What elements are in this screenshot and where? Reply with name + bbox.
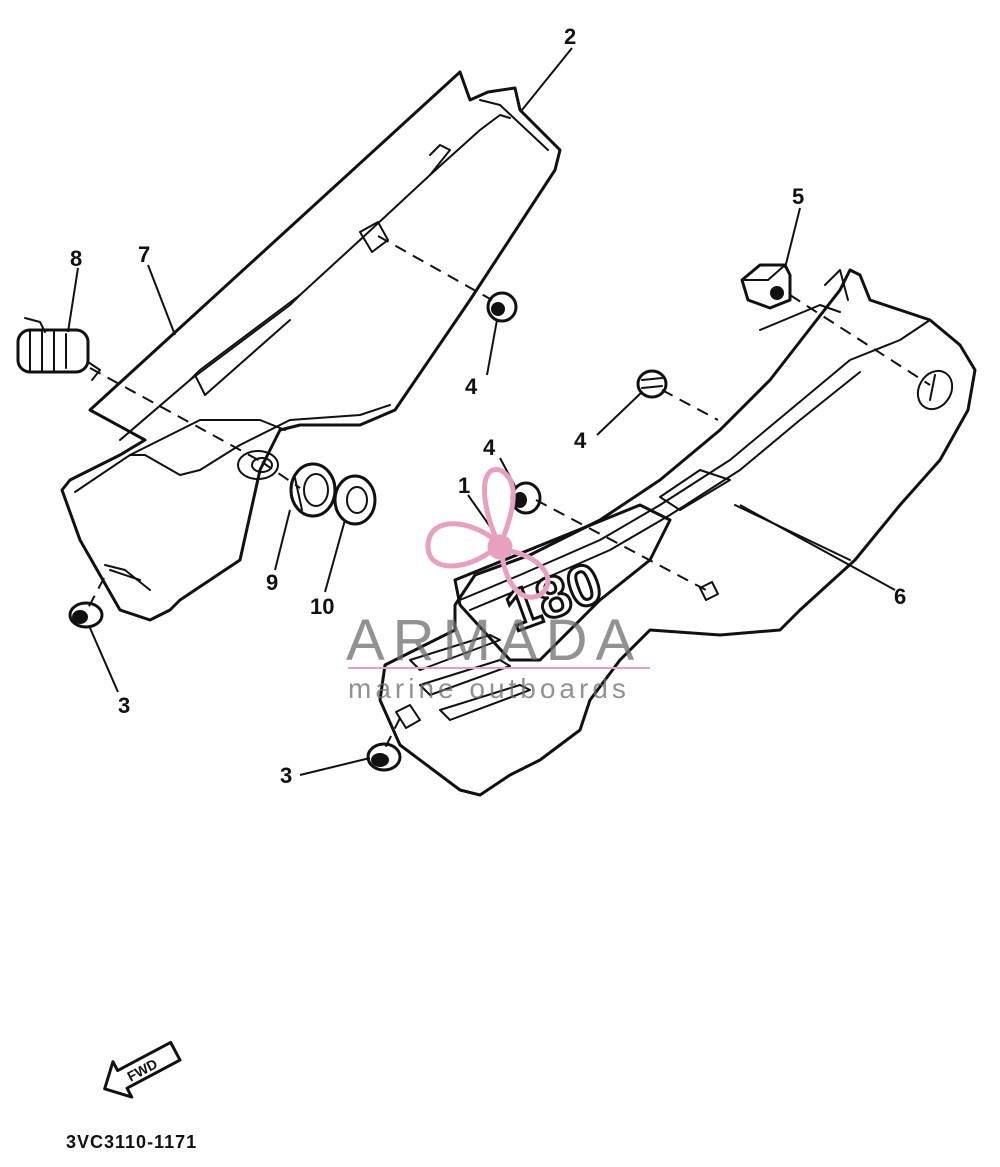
part-10-washer (333, 474, 377, 526)
callout-8: 8 (70, 246, 82, 271)
callout-9: 9 (266, 570, 278, 595)
part-3-grommet-upper (68, 601, 104, 629)
callout-4-middle: 4 (483, 435, 496, 460)
callout-3-lower: 3 (280, 763, 292, 788)
propeller-logo (425, 467, 551, 600)
callout-1: 1 (458, 473, 470, 498)
part-3-grommet-lower (366, 742, 402, 772)
fwd-arrow: FWD (103, 1040, 182, 1099)
assembly-lines (85, 235, 931, 751)
callout-7: 7 (138, 242, 150, 267)
right-side-cover: 180 (378, 268, 977, 797)
part-4-grommet-right (636, 369, 668, 399)
callout-2: 2 (564, 24, 576, 49)
drawing-code: 3VC3110-1171 (66, 1132, 197, 1152)
part-5-damper-block (740, 263, 792, 310)
armada-watermark: ARMADA marine outboards (346, 467, 650, 704)
watermark-tagline: marine outboards (348, 673, 630, 704)
callout-4-left: 4 (465, 374, 478, 399)
callout-labels: 2 7 8 5 4 4 4 1 9 10 6 3 3 (70, 24, 906, 788)
part-4-grommet-left (486, 291, 518, 323)
part-9-grommet (289, 462, 337, 518)
callout-3-left: 3 (118, 693, 130, 718)
part-8-lock-screw (16, 317, 101, 381)
watermark-brand: ARMADA (346, 608, 642, 673)
callout-4-right: 4 (574, 428, 587, 453)
callout-6: 6 (894, 584, 906, 609)
callout-10: 10 (310, 594, 334, 619)
callout-5: 5 (792, 184, 804, 209)
left-side-cover (60, 70, 562, 622)
